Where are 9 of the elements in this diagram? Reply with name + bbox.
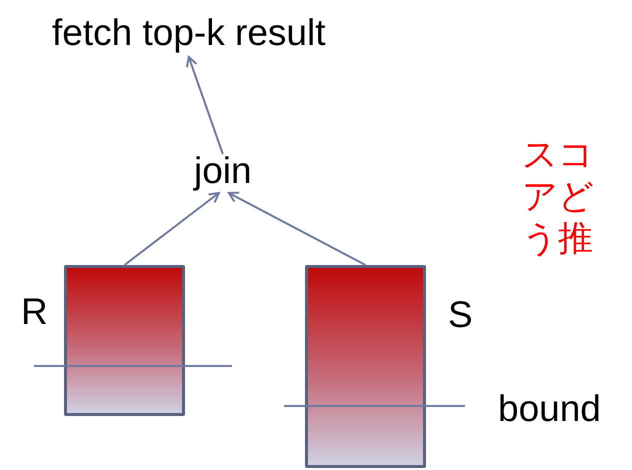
- relation-name: S: [448, 296, 473, 333]
- arrow: [124, 192, 220, 266]
- operator-text: join: [194, 152, 252, 189]
- bound-label: bound: [498, 390, 601, 427]
- arrow: [228, 192, 366, 266]
- arrow: [186, 56, 224, 154]
- result-text: fetch top-k result: [52, 14, 326, 51]
- note-text: スコアどう推: [522, 134, 595, 260]
- relation-name: R: [21, 293, 48, 330]
